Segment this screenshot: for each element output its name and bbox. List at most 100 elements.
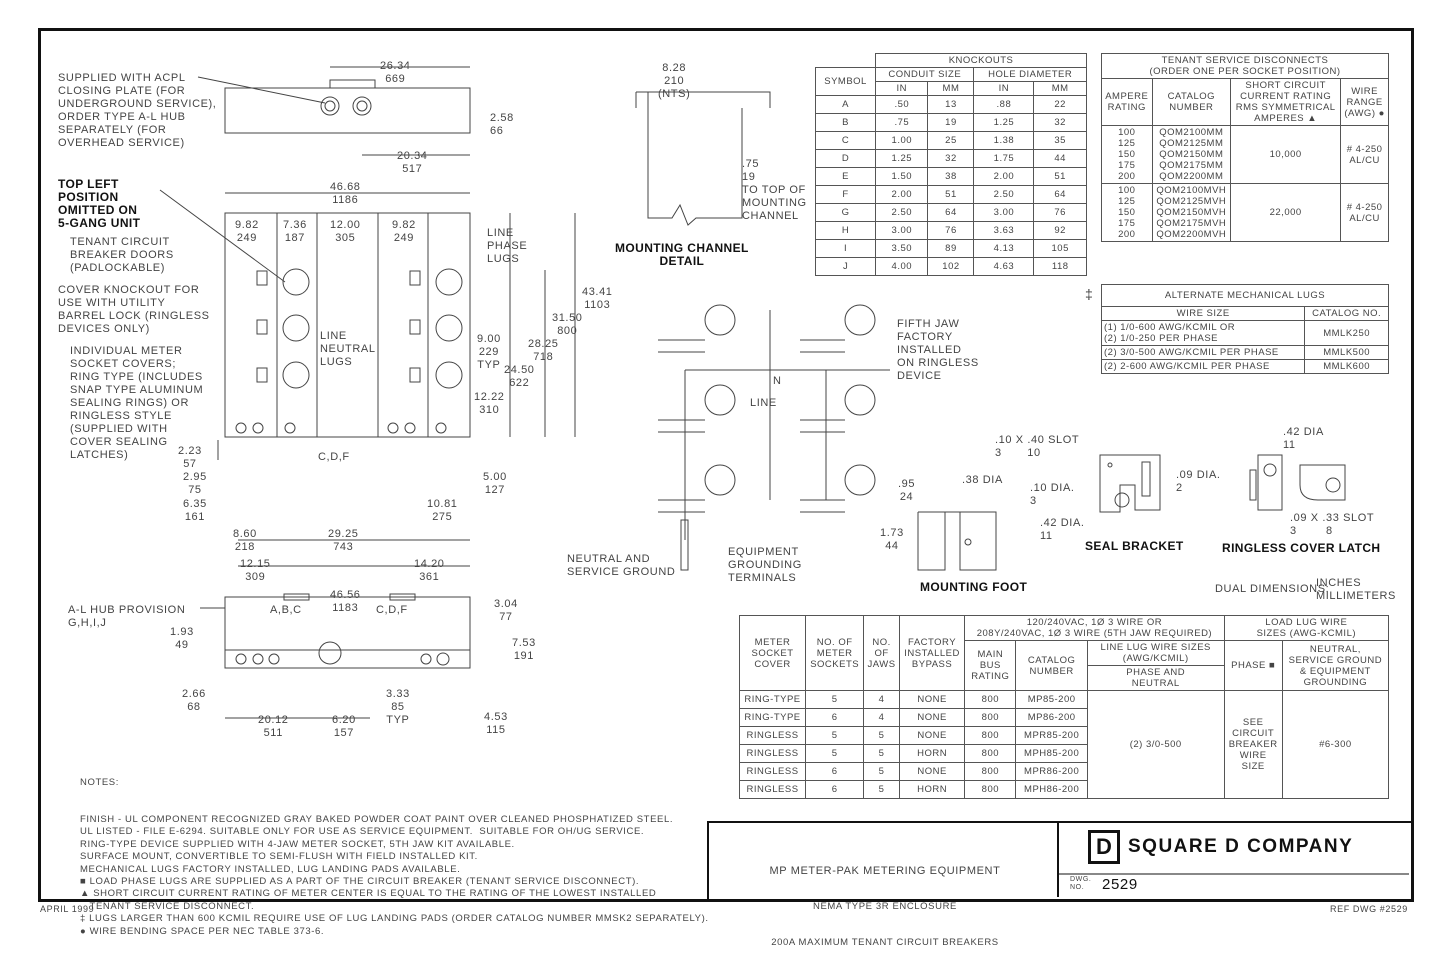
- voltage-header: 120/240VAC, 1Ø 3 WIRE OR 208Y/240VAC, 1Ø…: [964, 615, 1225, 641]
- title-block: [707, 821, 1411, 899]
- dim-95: .95 24: [898, 478, 916, 503]
- dim-4-53: 4.53 115: [484, 711, 508, 736]
- wire-cell: # 4-250 AL/CU: [1340, 183, 1389, 242]
- catalog-no-header: CATALOG NO.: [1304, 306, 1389, 321]
- note-line: ▲ SHORT CIRCUIT CURRENT RATING OF METER …: [80, 888, 657, 900]
- dim-9-82-b: 9.82 249: [392, 219, 416, 244]
- knockout-cell: 2.00: [973, 167, 1035, 186]
- symbol-header: SYMBOL: [814, 67, 877, 96]
- knockout-cell: 105: [1033, 239, 1087, 258]
- line-phase-lugs-label: LINE PHASE LUGS: [487, 227, 528, 265]
- knockout-cell: 44: [1033, 149, 1087, 168]
- neutral-value: #6-300: [1281, 690, 1390, 799]
- note-line: MECHANICAL LUGS FACTORY INSTALLED, LUG L…: [80, 863, 461, 875]
- dim-2-95: 2.95 75: [183, 471, 207, 496]
- dim-46-56: 46.56 1183: [330, 589, 361, 614]
- knockout-cell: H: [814, 221, 877, 240]
- product-cell: 800: [964, 690, 1017, 709]
- knockout-cell: 2.50: [875, 203, 929, 222]
- cdf-front-label: C,D,F: [318, 451, 350, 463]
- breaker-doors-note: TENANT CIRCUIT BREAKER DOORS (PADLOCKABL…: [70, 236, 174, 274]
- title-line-2: NEMA TYPE 3R ENCLOSURE: [813, 901, 957, 912]
- knockout-cell: B: [814, 113, 877, 132]
- phase-neutral-header: PHASE AND NEUTRAL: [1086, 665, 1225, 691]
- mm-header: MM: [927, 81, 975, 96]
- dim-7-36: 7.36 187: [283, 219, 307, 244]
- dim-1-93: 1.93 49: [170, 626, 194, 651]
- wire-size-header: WIRE SIZE: [1100, 306, 1306, 321]
- knockouts-title: KNOCKOUTS: [875, 53, 1087, 68]
- knockout-cell: 76: [927, 221, 975, 240]
- product-cell: 800: [964, 726, 1017, 745]
- note-line: ● WIRE BENDING SPACE PER NEC TABLE 373-6…: [80, 925, 325, 937]
- mounting-channel-title: MOUNTING CHANNEL DETAIL: [615, 241, 749, 268]
- mounting-foot-drawing: [917, 511, 997, 571]
- dim-26-34: 26.34 669: [380, 60, 411, 85]
- dim-29-25: 29.25 743: [328, 528, 359, 553]
- double-dagger-mark: ‡: [1085, 286, 1094, 302]
- meter-covers-note: INDIVIDUAL METER SOCKET COVERS; RING TYP…: [70, 345, 204, 461]
- knockout-cell: C: [814, 131, 877, 150]
- knockout-cell: 1.00: [875, 131, 929, 150]
- product-cell: 800: [964, 744, 1017, 763]
- seal-bracket-title: SEAL BRACKET: [1085, 539, 1184, 553]
- ref-dwg: REF DWG #2529: [1330, 904, 1408, 914]
- dim-20-12: 20.12 511: [258, 714, 289, 739]
- knockout-cell: 1.25: [973, 113, 1035, 132]
- knockout-cell: 2.50: [973, 185, 1035, 204]
- mm-header: MM: [1033, 81, 1087, 96]
- knockout-cell: 76: [1033, 203, 1087, 222]
- note-line: UL LISTED - FILE E-6294. SUITABLE ONLY F…: [80, 826, 645, 838]
- knockout-cell: J: [814, 257, 877, 276]
- wire-size-cell: (2) 3/0-500 AWG/KCMIL PER PHASE: [1100, 345, 1306, 360]
- product-cell: MP86-200: [1015, 708, 1088, 727]
- note-line: ■ LOAD PHASE LUGS ARE SUPPLIED AS A PART…: [80, 876, 640, 888]
- note-line: TENANT SERVICE DISCONNECT.: [80, 900, 255, 912]
- tenant-title: TENANT SERVICE DISCONNECTS (ORDER ONE PE…: [1101, 53, 1389, 79]
- slot-10-40: .10 X .40 SLOT 3 10: [995, 434, 1080, 459]
- wire-cell: # 4-250 AL/CU: [1340, 125, 1389, 184]
- product-cell: NONE: [898, 762, 966, 781]
- technical-drawings: [159, 66, 1409, 897]
- neutral-ground-label: NEUTRAL AND SERVICE GROUND: [567, 553, 676, 578]
- sccr-header: SHORT CIRCUIT CURRENT RATING RMS SYMMETR…: [1230, 78, 1342, 126]
- product-cell: 800: [964, 780, 1017, 799]
- acpl-note: SUPPLIED WITH ACPL CLOSING PLATE (FOR UN…: [58, 72, 217, 149]
- catalog-cell: QOM2100MM QOM2125MM QOM2150MM QOM2175MM …: [1151, 125, 1232, 184]
- dim-8-60: 8.60 218: [233, 528, 257, 553]
- knockout-cell: 3.63: [973, 221, 1035, 240]
- knockout-cell: D: [814, 149, 877, 168]
- knockout-cell: 3.00: [875, 221, 929, 240]
- dim-24-50: 24.50 622: [504, 364, 535, 389]
- product-cell: 5: [863, 744, 900, 763]
- conduit-size-header: CONDUIT SIZE: [875, 67, 975, 82]
- dim-2-66: 2.66 68: [182, 688, 206, 713]
- product-cell: NONE: [898, 726, 966, 745]
- note-line: ‡ LUGS LARGER THAN 600 KCMIL REQUIRE USE…: [80, 913, 709, 925]
- dim-3-33: 3.33 85 TYP: [386, 688, 410, 726]
- phase-value: SEE CIRCUIT BREAKER WIRE SIZE: [1223, 690, 1283, 799]
- knockout-cell: 19: [927, 113, 975, 132]
- dim-8-28: 8.28 210 (NTS): [658, 62, 691, 100]
- knockout-cell: .75: [875, 113, 929, 132]
- dim-28-25: 28.25 718: [528, 338, 559, 363]
- drawing-date: APRIL 1999: [40, 904, 95, 914]
- sockets-header: NO. OF METER SOCKETS: [805, 615, 865, 691]
- product-cell: 6: [805, 762, 865, 781]
- dim-10-81: 10.81 275: [427, 498, 458, 523]
- mounting-channel-drawing: [635, 91, 771, 226]
- cover-header: METER SOCKET COVER: [738, 615, 807, 691]
- knockout-cell: 1.38: [973, 131, 1035, 150]
- dim-2-58: 2.58 66: [490, 112, 514, 137]
- dwg-no: 2529: [1102, 876, 1138, 893]
- product-cell: MPR85-200: [1015, 726, 1088, 745]
- in-header: IN: [875, 81, 929, 96]
- product-cell: 5: [805, 744, 865, 763]
- hole-diameter-header: HOLE DIAMETER: [973, 67, 1087, 82]
- product-cell: RINGLESS: [738, 780, 807, 799]
- catalog-no-cell: MMLK600: [1304, 359, 1389, 374]
